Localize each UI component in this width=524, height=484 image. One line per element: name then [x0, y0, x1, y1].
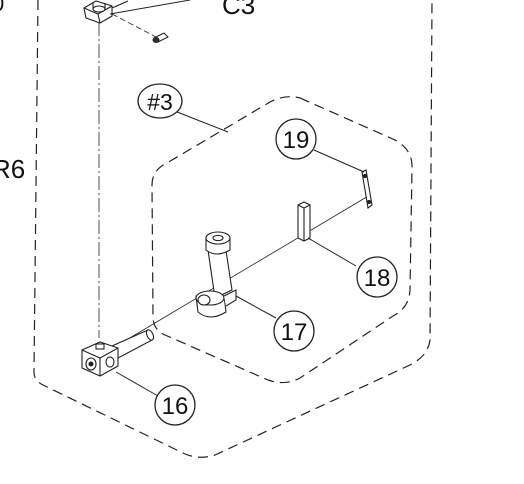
callout-group-ref [137, 83, 183, 119]
leader-group-ref [171, 109, 229, 133]
part-16-block [81, 329, 155, 377]
top-code-label: C3 [222, 0, 255, 20]
part-18-bar [297, 201, 311, 242]
assembly-axis-diagonal [117, 194, 371, 346]
pin-leader [111, 13, 159, 39]
callout-17-text: 17 [281, 319, 308, 346]
edge-digit-label: 0 [0, 0, 4, 16]
small-pin-part [152, 32, 169, 43]
part-17-crank [195, 231, 237, 318]
callout-17 [273, 310, 315, 352]
callout-16-text: 16 [162, 393, 189, 420]
callout-group-ref-text: #3 [147, 89, 173, 115]
leader-18 [307, 237, 357, 267]
inner-group-boundary [151, 96, 413, 384]
callout-18 [356, 256, 398, 298]
leader-19 [313, 149, 365, 173]
callout-16 [154, 384, 196, 426]
leader-top [109, 0, 191, 15]
part-19-link [361, 169, 373, 209]
callout-19 [275, 118, 317, 160]
callout-18-text: 18 [364, 265, 391, 292]
leader-17 [235, 295, 277, 319]
outer-group-boundary [33, 0, 433, 458]
callout-19-text: 19 [283, 127, 310, 154]
leader-16 [115, 371, 159, 397]
top-clamp-part [83, 0, 129, 24]
left-code-label: R6 [0, 154, 25, 184]
